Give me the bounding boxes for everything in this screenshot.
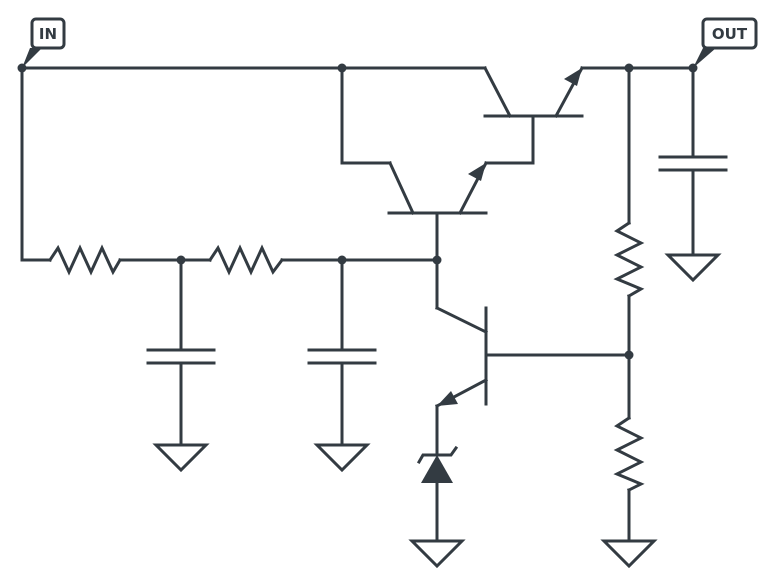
- error-amp-transistor-emitter-arrow: [437, 391, 458, 406]
- wires: [20, 66, 695, 543]
- error-amp-transistor-collector: [434, 305, 489, 335]
- junction-dot-cap2: [337, 255, 347, 265]
- divider-resistor-bottom: [613, 415, 645, 493]
- ground-symbol-zener: [408, 539, 466, 569]
- junctions: [17, 63, 698, 360]
- junction-dot-cap1: [176, 255, 186, 265]
- pass-transistor-collector: [482, 65, 513, 119]
- filter-capacitor-1: [146, 348, 216, 365]
- output-label: OUT: [712, 25, 748, 43]
- zener-diode-triangle: [421, 455, 453, 483]
- input-tag-pointer: [22, 48, 42, 68]
- junction-dot-driver-collector: [337, 63, 347, 73]
- ground-symbol-divider: [600, 539, 658, 569]
- divider-resistor-top: [613, 220, 645, 299]
- resistors: [47, 220, 645, 493]
- output-capacitor: [658, 155, 728, 172]
- junction-dot-divider-top: [624, 63, 634, 73]
- error-amp-transistor: [434, 305, 489, 409]
- pass-transistor: [482, 65, 585, 119]
- driver-transistor: [387, 160, 489, 216]
- ground-symbol-cap1: [152, 443, 210, 473]
- input-left-vertical: [20, 66, 52, 262]
- driver-transistor-emitter-arrow: [468, 163, 486, 181]
- output-tag-pointer: [693, 48, 716, 68]
- ground-symbol-cap2: [313, 443, 371, 473]
- output-tag-box: [701, 17, 758, 50]
- input-tag-box: [30, 17, 66, 50]
- junction-dot-driver-base: [432, 255, 442, 265]
- pass-base-wire: [484, 114, 535, 165]
- driver-transistor-collector: [388, 161, 415, 215]
- input-label: IN: [39, 25, 57, 43]
- output-port-tag: OUT: [693, 17, 758, 68]
- grounds: [152, 253, 722, 569]
- capacitors: [146, 155, 728, 365]
- driver-collector-wire: [340, 66, 392, 165]
- ground-symbol-output-cap: [664, 253, 722, 283]
- filter-capacitor-2: [307, 348, 377, 365]
- zener-diode: [416, 445, 459, 483]
- input-resistor-1: [47, 244, 123, 276]
- junction-dot-divider-mid: [624, 350, 634, 360]
- pass-transistor-emitter-arrow: [564, 68, 582, 86]
- input-resistor-2: [207, 244, 285, 276]
- input-port-tag: IN: [22, 17, 66, 68]
